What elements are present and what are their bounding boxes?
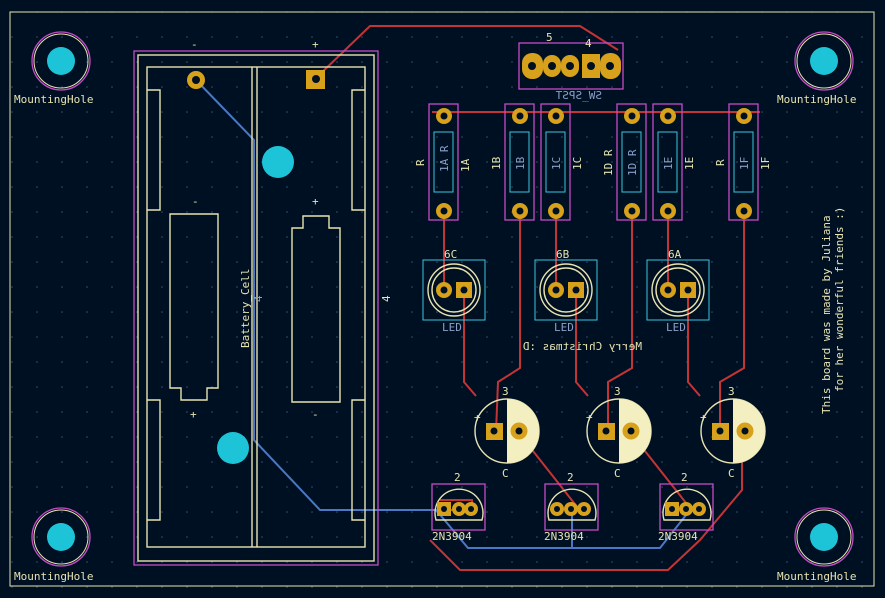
mounting-hole-bl: MountingHole xyxy=(14,507,93,583)
mounting-hole-tr: MountingHole xyxy=(777,31,856,106)
resistor-1e-ref: 1E xyxy=(683,157,696,170)
resistor-1b-fab: 1B xyxy=(514,156,527,170)
capacitor-3-value: C xyxy=(728,467,735,480)
transistor-3-value: 2N3904 xyxy=(658,530,698,543)
capacitor-1-plus: + xyxy=(474,411,481,424)
capacitor-2: 3 + C xyxy=(586,385,652,480)
mounting-hole-label-tl: MountingHole xyxy=(14,93,93,106)
capacitor-2-ref: 3 xyxy=(614,385,621,398)
dedication-line-1: This board was made by Juliana xyxy=(820,215,833,414)
capacitor-1: 3 + C xyxy=(474,385,540,480)
switch-pin-label: 4 xyxy=(585,37,592,50)
capacitor-1-ref: 3 xyxy=(502,385,509,398)
battery-via-top xyxy=(262,146,294,178)
resistor-1b: 1B 1B xyxy=(490,103,535,221)
resistor-1a-fab: 1A R xyxy=(438,145,451,172)
back-copper-traces xyxy=(195,79,691,549)
led-6b-value: LED xyxy=(554,321,574,334)
led-6a-ref: 6A xyxy=(668,248,682,261)
resistor-1a-value: R xyxy=(414,159,427,166)
battery-plus-top: + xyxy=(312,38,319,51)
switch-sw-spst: 5 4 SW_SPST xyxy=(518,31,624,102)
led-6b-ref: 6B xyxy=(556,248,570,261)
capacitor-2-value: C xyxy=(614,467,621,480)
dedication-line-2: for her wonderful friends :) xyxy=(833,207,846,392)
led-6a-value: LED xyxy=(666,321,686,334)
resistor-1c: 1C 1C xyxy=(540,103,584,221)
transistor-3-ref: 2 xyxy=(681,471,688,484)
resistor-1d-value: 1D R xyxy=(602,149,615,176)
battery-minus-left: - xyxy=(192,195,199,208)
resistor-1c-ref: 1C xyxy=(571,157,584,170)
battery-holder: - + - + + - Battery_Cell 4 4 xyxy=(133,38,393,566)
battery-plus-left: + xyxy=(190,408,197,421)
mounting-hole-tl: MountingHole xyxy=(14,31,93,106)
capacitor-3: 3 + C xyxy=(700,385,766,480)
led-6c-value: LED xyxy=(442,321,462,334)
resistor-1f-ref: 1F xyxy=(759,157,772,170)
capacitor-1-value: C xyxy=(502,467,509,480)
merry-christmas-text: Merry Christmas :D xyxy=(523,340,642,353)
resistor-1f-fab: 1F xyxy=(738,157,751,170)
led-6a: 6A LED xyxy=(646,248,710,334)
resistor-1f-value: R xyxy=(714,159,727,166)
transistor-1-value: 2N3904 xyxy=(432,530,472,543)
transistor-2-ref: 2 xyxy=(567,471,574,484)
resistor-1f: R 1F 1F xyxy=(714,103,772,221)
battery-fab-label: 4 xyxy=(252,295,265,302)
transistor-3: 2 2N3904 xyxy=(658,471,714,543)
switch-ref: 5 xyxy=(546,31,553,44)
resistor-1d-fab: 1D R xyxy=(626,149,639,176)
board-edge xyxy=(9,11,875,587)
mounting-hole-label-br: MountingHole xyxy=(777,570,856,583)
switch-value: SW_SPST xyxy=(555,89,602,102)
resistor-1e-fab: 1E xyxy=(662,157,675,170)
resistor-1c-fab: 1C xyxy=(550,157,563,170)
battery-via-bottom xyxy=(217,432,249,464)
mounting-hole-label-tr: MountingHole xyxy=(777,93,856,106)
capacitor-3-plus: + xyxy=(700,411,707,424)
mounting-hole-label-bl: MountingHole xyxy=(14,570,93,583)
transistor-2-value: 2N3904 xyxy=(544,530,584,543)
mounting-hole-br: MountingHole xyxy=(777,507,856,583)
battery-minus-right: - xyxy=(312,408,319,421)
transistor-1-ref: 2 xyxy=(454,471,461,484)
transistor-1: 2 2N3904 xyxy=(431,471,486,543)
resistor-1b-value: 1B xyxy=(490,156,503,170)
capacitor-2-plus: + xyxy=(586,411,593,424)
battery-value-label: 4 xyxy=(380,295,393,302)
led-6b: 6B LED xyxy=(534,248,598,334)
battery-ref-label: Battery_Cell xyxy=(239,269,252,348)
battery-minus-top: - xyxy=(191,38,198,51)
resistor-1a-ref: 1A xyxy=(459,158,472,172)
led-6c-ref: 6C xyxy=(444,248,457,261)
capacitor-3-ref: 3 xyxy=(728,385,735,398)
resistor-1a: R 1A R 1A xyxy=(414,103,472,221)
battery-plus-right: + xyxy=(312,195,319,208)
transistor-2: 2 2N3904 xyxy=(544,471,599,543)
resistor-1e: 1E 1E xyxy=(652,103,696,221)
led-6c: 6C LED xyxy=(422,248,486,334)
resistor-1d: 1D R 1D R xyxy=(602,103,647,221)
